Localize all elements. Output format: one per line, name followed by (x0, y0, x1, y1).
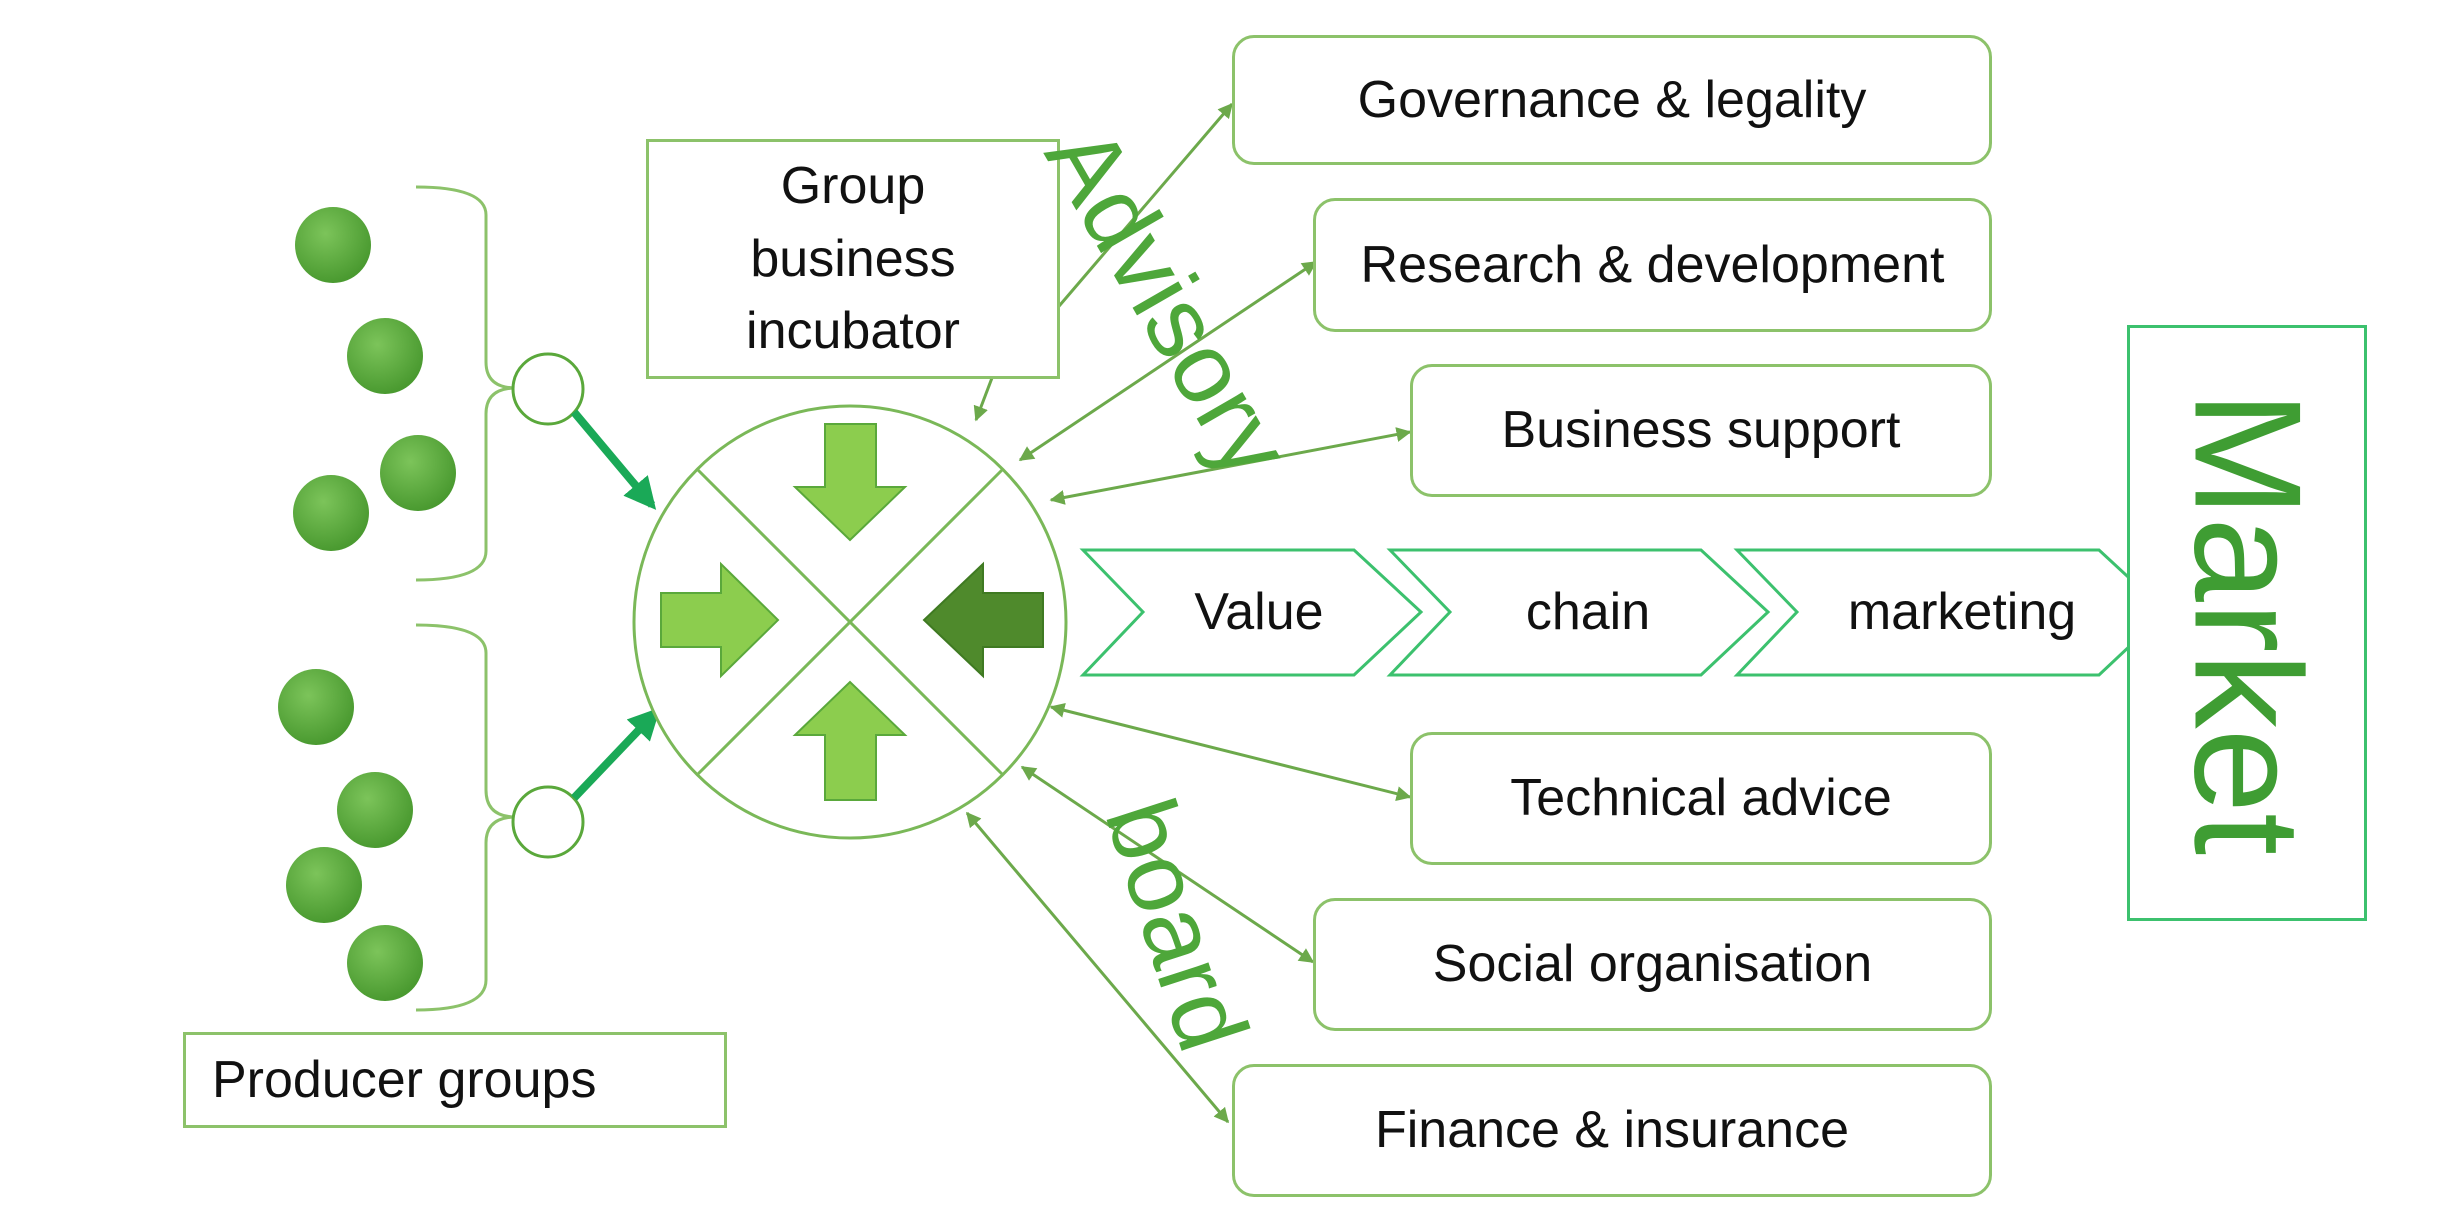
value-chain-chevrons (1079, 548, 2169, 677)
connector-technical (1049, 703, 1412, 801)
group-node-lower (511, 785, 585, 859)
connector-research (1018, 260, 1318, 462)
service-label: Technical advice (1510, 769, 1892, 828)
chevron-label-marketing: marketing (1847, 583, 2077, 641)
service-box-research: Research & development (1313, 198, 1992, 332)
producer-dot (293, 475, 369, 551)
service-box-social: Social organisation (1313, 898, 1992, 1031)
service-label: Governance & legality (1357, 70, 1867, 129)
chevron-label-value: Value (1194, 583, 1324, 641)
producer-dot (295, 207, 371, 283)
service-label: Research & development (1360, 235, 1945, 294)
service-connectors (965, 102, 1412, 1124)
producer-dot (347, 925, 423, 1001)
producer-groups-label: Producer groups (212, 1050, 597, 1109)
producer-dot (278, 669, 354, 745)
producer-dots (278, 207, 456, 1001)
arrow-right-icon (660, 561, 780, 679)
group-node-upper (511, 352, 585, 426)
arrow-down-icon (792, 423, 908, 542)
producer-dot (337, 772, 413, 848)
service-label: Social organisation (1432, 935, 1873, 994)
lower-brace (415, 623, 517, 1012)
service-box-business: Business support (1410, 364, 1992, 497)
chevron-chain (1386, 548, 1771, 677)
incubator-box: Group business incubator (646, 139, 1060, 379)
service-box-finance: Finance & insurance (1232, 1064, 1992, 1197)
market-label: Market (2162, 390, 2333, 856)
service-label: Finance & insurance (1374, 1101, 1850, 1160)
service-label: Business support (1501, 401, 1901, 460)
arrow-lower-to-incubator (571, 707, 661, 801)
upper-brace (415, 185, 517, 582)
market-box (2127, 325, 2367, 921)
chevron-value (1079, 548, 1424, 677)
service-box-technical: Technical advice (1410, 732, 1992, 865)
producer-dot (286, 847, 362, 923)
chevron-marketing (1733, 548, 2169, 677)
chevron-label-chain: chain (1525, 583, 1651, 641)
incubator-label: Group business incubator (746, 156, 960, 361)
producer-dot (380, 435, 456, 511)
producer-dot (347, 318, 423, 394)
connector-finance (965, 811, 1230, 1124)
arrow-up-icon (792, 680, 908, 801)
arrow-upper-to-incubator (570, 409, 657, 510)
connector-business (1049, 427, 1412, 505)
incubator-circle (632, 404, 1068, 840)
producer-groups-box: Producer groups (183, 1032, 727, 1128)
service-box-governance: Governance & legality (1232, 35, 1992, 165)
arrow-left-icon (922, 561, 1044, 679)
